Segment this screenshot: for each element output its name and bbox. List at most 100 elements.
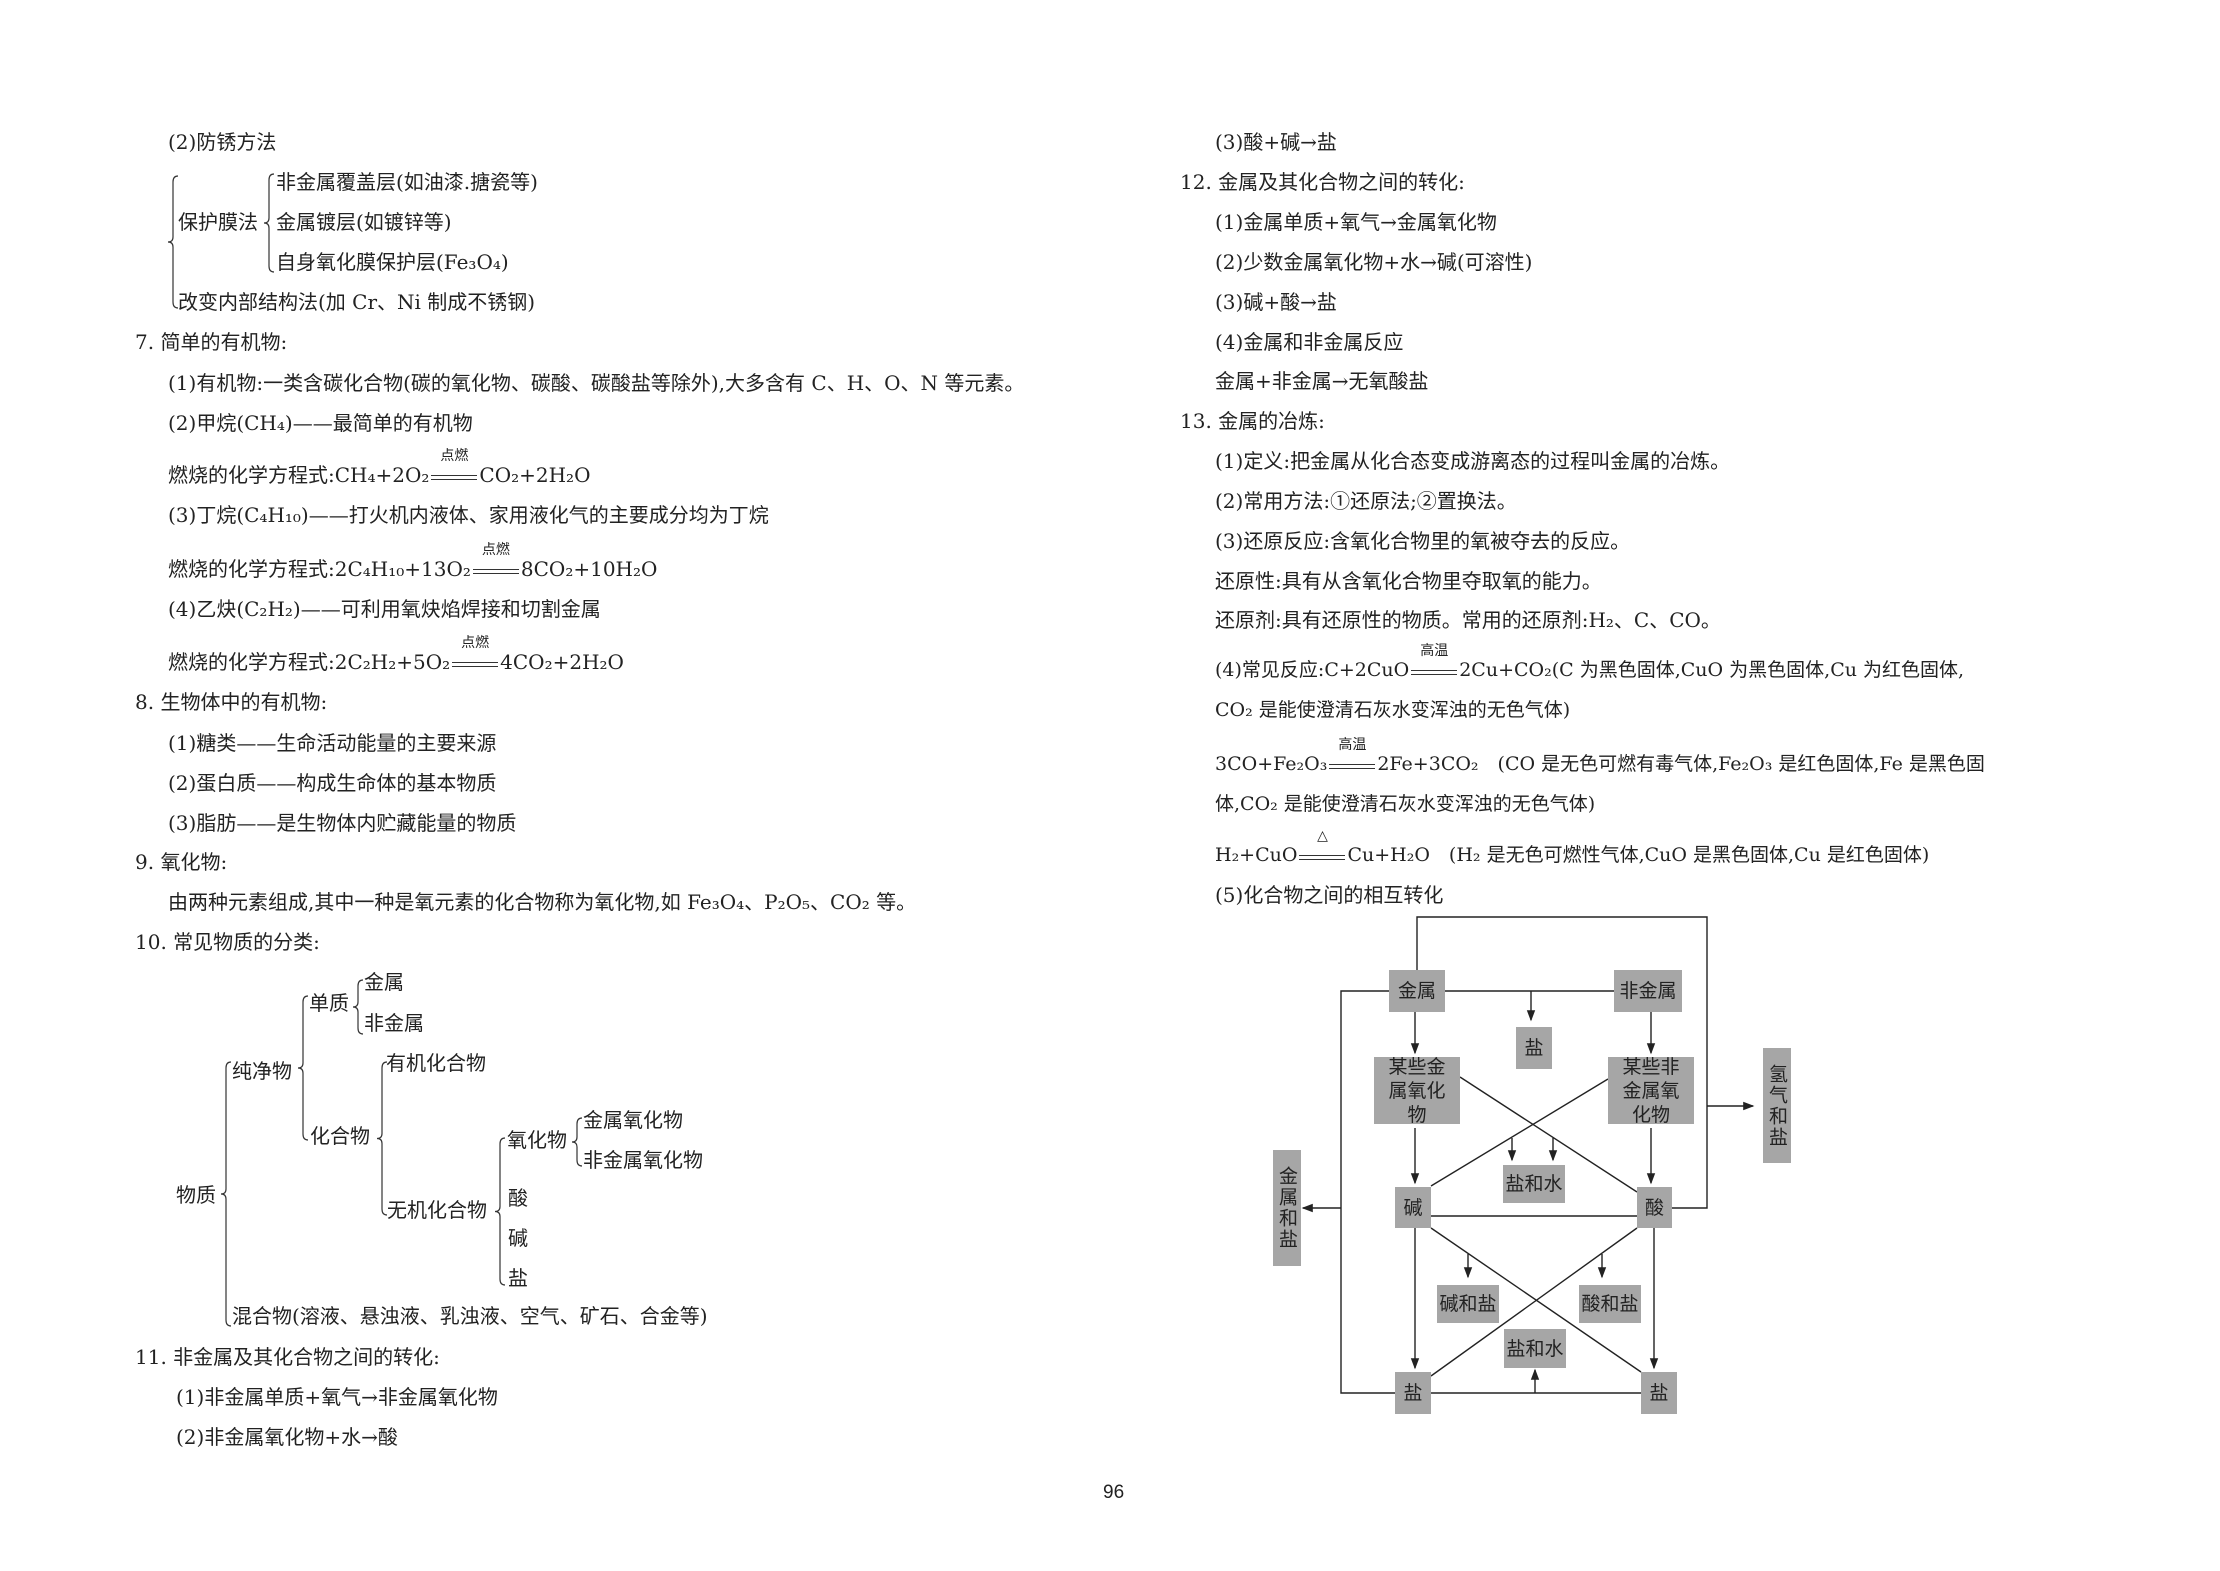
rust-item: 非金属覆盖层(如油漆.搪瓷等) (276, 170, 538, 194)
brace (297, 995, 309, 1141)
node-acid: 酸 (1637, 1187, 1672, 1228)
tree-mixture: 混合物(溶液、悬浊液、乳浊液、空气、矿石、合金等) (232, 1304, 708, 1328)
node-base-and-salt: 碱和盐 (1437, 1285, 1499, 1323)
tree-oxide: 氧化物 (507, 1128, 567, 1152)
section-12-item: (4)金属和非金属反应 (1215, 330, 1404, 354)
tree-inorganic: 无机化合物 (387, 1198, 487, 1222)
page-number: 96 (1103, 1482, 1125, 1503)
section-8-item: (2)蛋白质——构成生命体的基本物质 (168, 771, 497, 795)
brace (167, 175, 179, 309)
section-13-title: 13. 金属的冶炼: (1180, 409, 1325, 433)
section-12-item: (3)碱+酸→盐 (1215, 290, 1337, 314)
section-9-title: 9. 氧化物: (135, 850, 228, 874)
section-11-item: (3)酸+碱→盐 (1215, 130, 1337, 154)
structure-change-method: 改变内部结构法(加 Cr、Ni 制成不锈钢) (178, 290, 536, 314)
eq-left: 燃烧的化学方程式:CH₄+2O₂ (168, 463, 430, 487)
rust-item: 自身氧化膜保护层(Fe₃O₄) (276, 250, 509, 274)
node-nonmetal: 非金属 (1614, 970, 1682, 1012)
tree-root: 物质 (176, 1183, 216, 1207)
section-11-title: 11. 非金属及其化合物之间的转化: (135, 1345, 440, 1369)
rust-item: 金属镀层(如镀锌等) (276, 210, 452, 234)
section-13-item: (3)还原反应:含氧化合物里的氧被夺去的反应。 (1215, 529, 1631, 553)
tree-organic: 有机化合物 (386, 1051, 486, 1075)
section-12-item: (2)少数金属氧化物+水→碱(可溶性) (1215, 250, 1533, 274)
node-salt: 盐 (1395, 1372, 1431, 1414)
tree-element: 单质 (309, 991, 349, 1015)
eq-right: Cu+H₂O (H₂ 是无色可燃性气体,CuO 是黑色固体,Cu 是红色固体) (1347, 844, 1930, 866)
section-9-text: 由两种元素组成,其中一种是氧元素的化合物称为氧化物,如 Fe₃O₄、P₂O₅、C… (168, 890, 917, 914)
reaction-condition-sign: 点燃 (429, 449, 479, 487)
tree-compound: 化合物 (310, 1124, 370, 1148)
section-12-item: (1)金属单质+氧气→金属氧化物 (1215, 210, 1497, 234)
eq-left: 燃烧的化学方程式:2C₂H₂+5O₂ (168, 650, 451, 674)
eq-right: 2Fe+3CO₂ (CO 是无色可燃有毒气体,Fe₂O₃ 是红色固体,Fe 是黑… (1377, 753, 1985, 775)
node-metal-oxide: 某些金属氧化物 (1374, 1056, 1460, 1126)
section-12-title: 12. 金属及其化合物之间的转化: (1180, 170, 1465, 194)
section-8-item: (1)糖类——生命活动能量的主要来源 (168, 731, 497, 755)
node-salt: 盐 (1516, 1027, 1552, 1069)
node-salt-and-water: 盐和水 (1503, 1165, 1565, 1203)
connector-line (1416, 916, 1708, 1209)
tree-salt: 盐 (508, 1266, 528, 1290)
section-7-item: (3)丁烷(C₄H₁₀)——打火机内液体、家用液化气的主要成分均为丁烷 (168, 503, 769, 527)
section-13-item: (5)化合物之间的相互转化 (1215, 883, 1444, 907)
reaction-condition-sign: 点燃 (450, 636, 500, 674)
tree-nonmetal: 非金属 (364, 1011, 424, 1035)
eq-right: 8CO₂+10H₂O (520, 557, 658, 581)
node-base: 碱 (1395, 1187, 1431, 1228)
section-13-item: (1)定义:把金属从化合态变成游离态的过程叫金属的冶炼。 (1215, 449, 1731, 473)
eq-left: 燃烧的化学方程式:2C₄H₁₀+13O₂ (168, 557, 471, 581)
section-7-title: 7. 简单的有机物: (135, 330, 288, 354)
tree-acid: 酸 (508, 1186, 528, 1210)
section-7-item: (4)乙炔(C₂H₂)——可利用氧炔焰焊接和切割金属 (168, 597, 601, 621)
node-salt: 盐 (1641, 1372, 1677, 1414)
reaction-condition-sign: 高温 (1327, 738, 1377, 776)
section-12-item: 金属+非金属→无氧酸盐 (1215, 369, 1429, 393)
section-7-item: (1)有机物:一类含碳化合物(碳的氧化物、碳酸、碳酸盐等除外),大多含有 C、H… (168, 371, 1025, 395)
reaction-condition-sign: 高温 (1409, 644, 1459, 682)
section-8-item: (3)脂肪——是生物体内贮藏能量的物质 (168, 811, 517, 835)
reaction-condition-sign: 点燃 (471, 543, 521, 581)
section-13-item: 还原性:具有从含氧化合物里夺取氧的能力。 (1215, 569, 1602, 593)
protective-film-method: 保护膜法 (178, 210, 258, 234)
node-metal: 金属 (1389, 970, 1445, 1012)
reaction-condition-sign: △ (1297, 829, 1347, 867)
node-acid-and-salt: 酸和盐 (1579, 1285, 1641, 1323)
equation-note: CO₂ 是能使澄清石灰水变浑浊的无色气体) (1215, 699, 1571, 721)
tree-pure: 纯净物 (232, 1059, 292, 1083)
tree-base: 碱 (508, 1226, 528, 1250)
tree-nonmetal-oxide: 非金属氧化物 (583, 1148, 703, 1172)
brace (220, 1061, 232, 1327)
eq-left: 3CO+Fe₂O₃ (1215, 753, 1328, 775)
node-metal-and-salt: 金属和盐 (1273, 1150, 1301, 1266)
eq-right: CO₂+2H₂O (479, 463, 591, 487)
eq-right: 2Cu+CO₂(C 为黑色固体,CuO 为黑色固体,Cu 为红色固体, (1459, 659, 1965, 681)
connector-line (1459, 1076, 1638, 1193)
section-11-item: (2)非金属氧化物+水→酸 (176, 1425, 398, 1449)
tree-metal-oxide: 金属氧化物 (583, 1108, 683, 1132)
eq-right: 4CO₂+2H₂O (500, 650, 624, 674)
eq-left: (4)常见反应:C+2CuO (1215, 659, 1410, 681)
section-13-item: (2)常用方法:①还原法;②置换法。 (1215, 489, 1517, 513)
equation-note: 体,CO₂ 是能使澄清石灰水变浑浊的无色气体) (1215, 793, 1596, 815)
connector-line (1340, 990, 1395, 1394)
section-13-item: 还原剂:具有还原性的物质。常用的还原剂:H₂、C、CO。 (1215, 608, 1721, 632)
brace (494, 1137, 506, 1286)
section-10-title: 10. 常见物质的分类: (135, 930, 320, 954)
h2-cuo-equation: H₂+CuO△Cu+H₂O (H₂ 是无色可燃性气体,CuO 是黑色固体,Cu … (1215, 829, 1930, 867)
eq-left: H₂+CuO (1215, 844, 1298, 866)
brace (571, 1117, 583, 1167)
brace (352, 979, 364, 1035)
section-7-item: (2)甲烷(CH₄)——最简单的有机物 (168, 411, 473, 435)
node-nonmetal-oxide: 某些非金属氧化物 (1608, 1056, 1694, 1126)
connector-line (1430, 1227, 1638, 1377)
connector-line (1430, 1078, 1609, 1187)
node-hydrogen-and-salt: 氢气和盐 (1763, 1048, 1791, 1163)
rust-prevention-title: (2)防锈方法 (168, 130, 277, 154)
section-8-title: 8. 生物体中的有机物: (135, 690, 328, 714)
